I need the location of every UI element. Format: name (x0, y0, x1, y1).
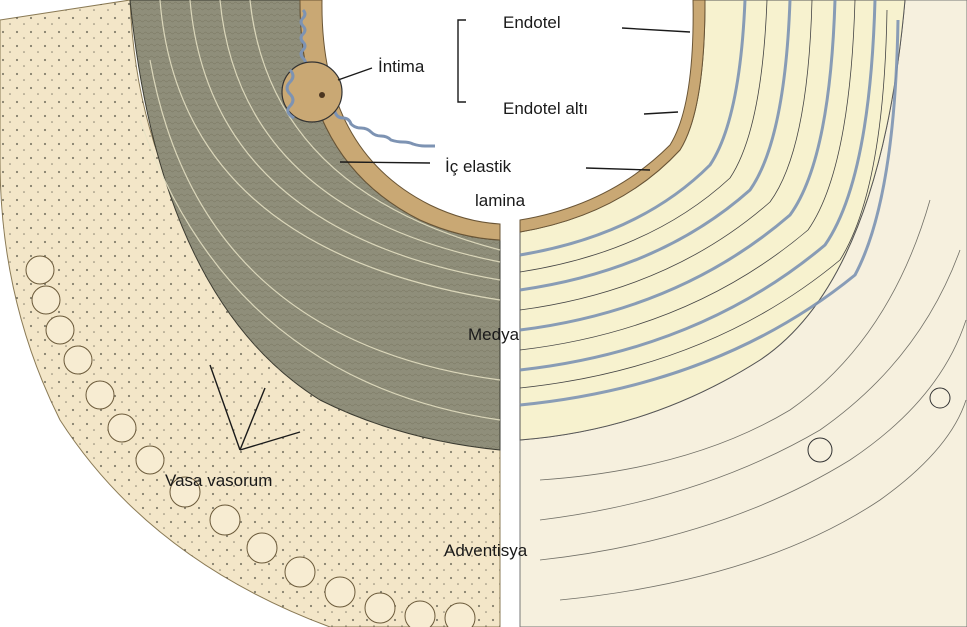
label-endotel: Endotel (503, 13, 561, 32)
label-endotel-alti: Endotel altı (503, 99, 588, 118)
label-adventisya: Adventisya (444, 541, 528, 560)
right-half-section (520, 0, 967, 627)
left-half-section (0, 0, 500, 627)
leader-lines (338, 20, 690, 170)
label-intima: İntima (378, 57, 425, 76)
label-vasa-vasorum: Vasa vasorum (165, 471, 272, 490)
label-medya: Medya (468, 325, 520, 344)
label-lamina: lamina (475, 191, 526, 210)
label-ic-elastik: İç elastik (445, 157, 512, 176)
